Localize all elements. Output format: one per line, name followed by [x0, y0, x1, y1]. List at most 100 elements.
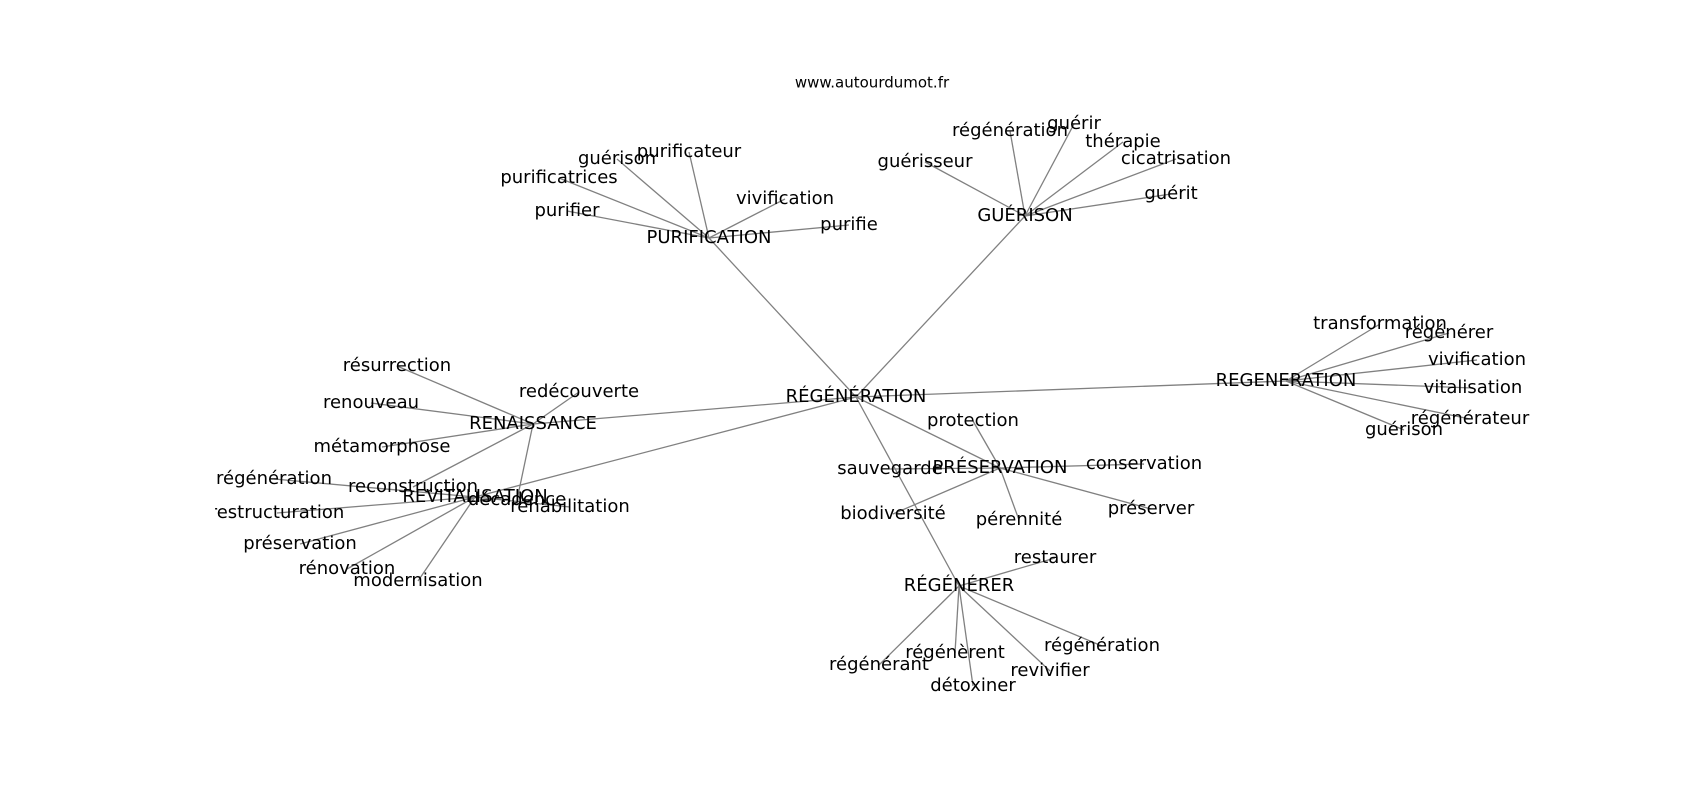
edge-center-regenerer — [855, 396, 960, 587]
edge-revitalisation-leaf-3 — [299, 496, 476, 545]
node-regeneration-leaf-4[interactable]: régénérateur — [1411, 408, 1530, 429]
node-revitalisation-leaf-1[interactable]: restructuration — [210, 502, 345, 523]
node-preservation-leaf-1[interactable]: sauvegarde — [837, 458, 943, 479]
node-center[interactable]: RÉGÉNÉRATION — [786, 385, 927, 407]
edge-regenerer-leaf-1 — [958, 585, 1103, 647]
edge-revitalisation-leaf-5 — [417, 496, 476, 582]
node-hub-purification[interactable]: PURIFICATION — [647, 227, 772, 248]
edge-renaissance-leaf-0 — [396, 365, 534, 425]
node-hub-preservation[interactable]: PRÉSERVATION — [932, 456, 1067, 478]
node-guerison-leaf-0[interactable]: régénération — [952, 120, 1068, 141]
node-preservation-leaf-2[interactable]: conservation — [1086, 453, 1202, 474]
edge-renaissance-leaf-1 — [532, 391, 580, 425]
edge-guerison-leaf-3 — [924, 161, 1026, 217]
edge-revitalisation-leaf-1 — [276, 496, 476, 514]
edge-guerison-leaf-0 — [1009, 130, 1026, 217]
node-revitalisation-leaf-0[interactable]: régénération — [216, 468, 332, 489]
graph-labels: RÉGÉNÉRATIONguérisonpurificateurpurifica… — [210, 113, 1530, 696]
node-renaissance-leaf-3[interactable]: métamorphose — [314, 436, 451, 457]
node-preservation-leaf-0[interactable]: protection — [927, 410, 1019, 431]
node-renaissance-leaf-1[interactable]: redécouverte — [519, 381, 639, 402]
node-purification-leaf-4[interactable]: vivification — [736, 188, 834, 209]
edge-preservation-leaf-2 — [999, 463, 1145, 469]
node-guerison-leaf-5[interactable]: guérit — [1144, 183, 1197, 204]
node-regeneration-leaf-5[interactable]: guérison — [1365, 419, 1443, 440]
edge-preservation-leaf-3 — [892, 467, 1001, 515]
edge-center-purification — [708, 237, 857, 398]
node-purification-leaf-3[interactable]: purifier — [534, 200, 600, 221]
edge-purification-leaf-3 — [566, 210, 710, 239]
edge-regenerer-leaf-2 — [954, 585, 960, 654]
edge-regeneration-leaf-4 — [1285, 380, 1471, 420]
node-hub-regenerer[interactable]: RÉGÉNÉRER — [904, 574, 1014, 596]
node-renaissance-leaf-4[interactable]: reconstruction — [348, 476, 478, 497]
node-purification-leaf-1[interactable]: purificateur — [637, 141, 742, 162]
edge-regeneration-leaf-2 — [1285, 359, 1478, 382]
node-guerison-leaf-1[interactable]: guérir — [1047, 113, 1101, 134]
node-regeneration-leaf-1[interactable]: régénérer — [1405, 322, 1494, 343]
node-regenerer-leaf-3[interactable]: régénérant — [829, 654, 929, 675]
edge-regenerer-leaf-0 — [958, 557, 1056, 587]
node-regeneration-leaf-2[interactable]: vivification — [1428, 349, 1526, 370]
node-revitalisation-leaf-5[interactable]: modernisation — [353, 570, 482, 591]
edge-preservation-leaf-4 — [999, 467, 1020, 521]
node-renaissance-leaf-5[interactable]: décadence — [468, 489, 566, 510]
node-preservation-leaf-5[interactable]: préserver — [1108, 498, 1195, 519]
edge-regenerer-leaf-5 — [958, 585, 974, 687]
edge-center-regeneration — [855, 380, 1287, 398]
edge-regenerer-leaf-3 — [878, 585, 960, 666]
edge-guerison-leaf-1 — [1024, 123, 1075, 217]
node-purification-leaf-0[interactable]: guérison — [578, 148, 656, 169]
edge-center-revitalisation — [474, 396, 857, 498]
node-regenerer-leaf-1[interactable]: régénération — [1044, 635, 1160, 656]
node-guerison-leaf-3[interactable]: guérisseur — [878, 151, 974, 172]
edge-regeneration-leaf-3 — [1285, 380, 1474, 389]
node-hub-guerison[interactable]: GUÉRISON — [977, 204, 1072, 226]
edge-revitalisation-leaf-2 — [474, 496, 571, 508]
edge-preservation-leaf-5 — [999, 467, 1152, 510]
node-hub-regeneration[interactable]: REGENERATION — [1216, 370, 1357, 391]
edge-revitalisation-leaf-4 — [346, 496, 476, 570]
node-revitalisation-leaf-2[interactable]: réhabilitation — [510, 496, 630, 517]
node-preservation-leaf-4[interactable]: pérennité — [976, 509, 1063, 530]
edge-center-renaissance — [532, 396, 857, 425]
node-renaissance-leaf-2[interactable]: renouveau — [323, 392, 419, 413]
edge-purification-leaf-1 — [688, 151, 710, 239]
edge-purification-leaf-2 — [558, 177, 710, 239]
node-hub-revitalisation[interactable]: REVITALISATION — [402, 486, 547, 507]
node-regenerer-leaf-2[interactable]: régénèrent — [905, 642, 1005, 663]
node-regeneration-leaf-0[interactable]: transformation — [1313, 313, 1447, 334]
node-regenerer-leaf-4[interactable]: revivifier — [1010, 660, 1090, 681]
node-regeneration-leaf-3[interactable]: vitalisation — [1424, 377, 1523, 398]
edge-renaissance-leaf-3 — [381, 423, 534, 448]
edge-center-preservation — [855, 396, 1001, 469]
node-guerison-leaf-2[interactable]: thérapie — [1085, 131, 1160, 152]
node-revitalisation-leaf-3[interactable]: préservation — [243, 533, 357, 554]
node-purification-leaf-2[interactable]: purificatrices — [500, 167, 617, 188]
edge-guerison-leaf-4 — [1024, 158, 1177, 217]
edge-regeneration-leaf-1 — [1285, 332, 1450, 382]
edge-guerison-leaf-2 — [1024, 141, 1124, 217]
graph-edges — [273, 123, 1478, 687]
edge-preservation-leaf-0 — [972, 420, 1001, 469]
node-hub-renaissance[interactable]: RENAISSANCE — [469, 413, 597, 434]
edge-purification-leaf-0 — [616, 158, 710, 239]
node-revitalisation-leaf-4[interactable]: rénovation — [299, 558, 396, 579]
edge-revitalisation-leaf-0 — [273, 478, 476, 498]
node-preservation-leaf-3[interactable]: biodiversité — [840, 503, 946, 524]
node-guerison-leaf-4[interactable]: cicatrisation — [1121, 148, 1231, 169]
edge-regenerer-leaf-4 — [958, 585, 1051, 672]
site-watermark: www.autourdumot.fr — [795, 74, 950, 92]
edge-regeneration-leaf-5 — [1285, 380, 1405, 431]
node-purification-leaf-5[interactable]: purifie — [820, 214, 878, 235]
edge-center-guerison — [855, 215, 1026, 398]
edge-preservation-leaf-1 — [889, 467, 1001, 470]
edge-guerison-leaf-5 — [1024, 193, 1172, 217]
node-renaissance-leaf-0[interactable]: résurrection — [343, 355, 451, 376]
edge-renaissance-leaf-5 — [516, 423, 534, 501]
edge-purification-leaf-5 — [708, 224, 850, 239]
node-regenerer-leaf-5[interactable]: détoxiner — [930, 675, 1016, 696]
node-regenerer-leaf-0[interactable]: restaurer — [1014, 547, 1097, 568]
edge-renaissance-leaf-4 — [412, 423, 534, 488]
